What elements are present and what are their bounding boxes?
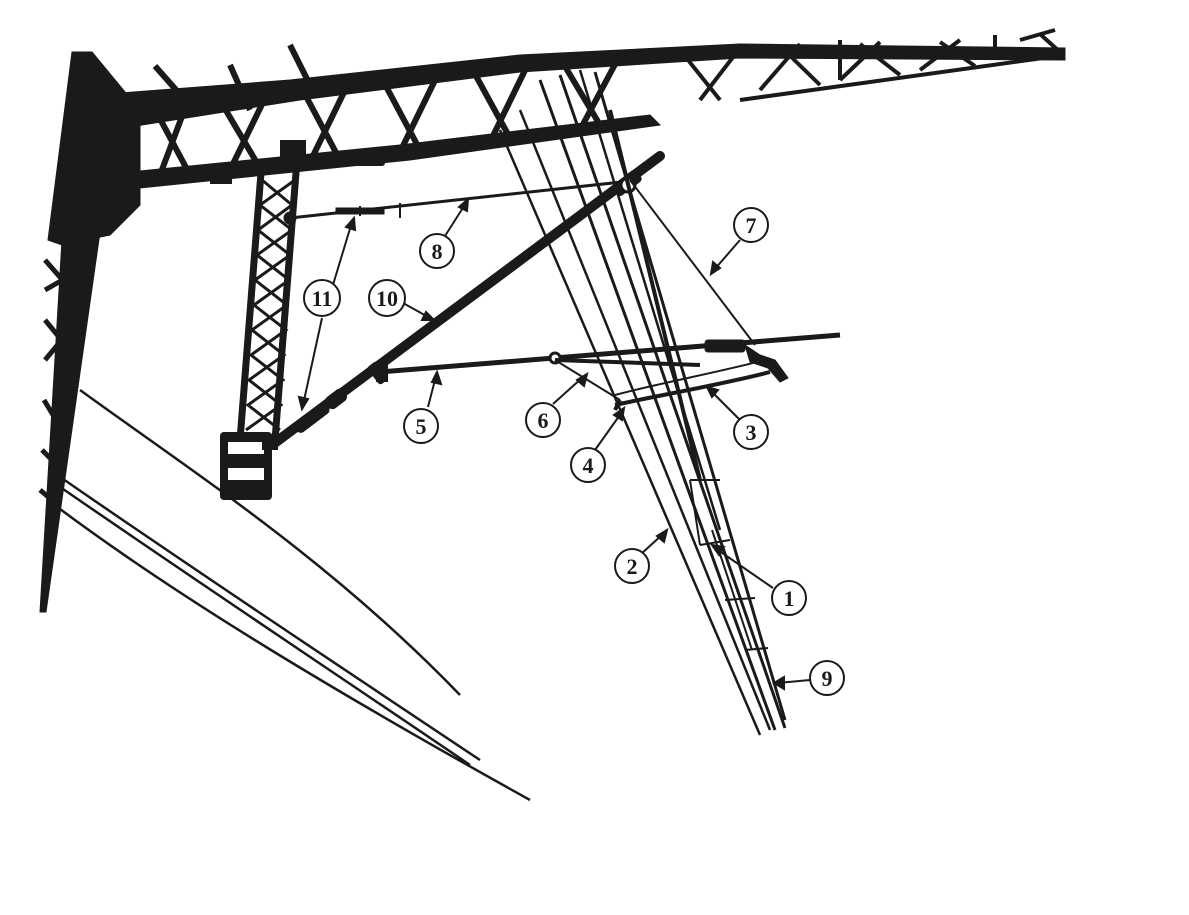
callout-10-label: 10 [376,286,398,311]
callout-1-label: 1 [784,586,795,611]
stay-insulator [283,176,637,225]
callout-8-label: 8 [432,239,443,264]
portal-structure [39,43,1066,613]
mast-lattice [38,258,82,507]
callout-9-label: 9 [822,666,833,691]
callout-2: 2 [614,548,650,584]
callout-4: 4 [570,447,606,483]
callout-5-label: 5 [416,414,427,439]
callout-8: 8 [419,233,455,269]
callout-9: 9 [809,660,845,696]
callout-10: 10 [368,279,406,317]
callout-2-label: 2 [627,554,638,579]
overhead-wires [498,69,787,736]
lower-left-cables [47,388,531,802]
girder-top-chord [94,43,1066,131]
mast-head-block [47,51,141,246]
horizontal-bracket-tube [379,332,841,375]
callout-1: 1 [771,580,807,616]
girder-brackets [210,140,385,184]
callout-11-label: 11 [312,286,333,311]
callout-4-label: 4 [583,453,594,478]
registration-fitting [704,339,789,383]
callout-5: 5 [403,408,439,444]
mast-leg [39,231,101,613]
girder-lattice-right [678,28,1066,102]
callout-arrows [297,196,811,691]
bracket-end-clamp [376,362,388,382]
callout-3-label: 3 [746,420,757,445]
steady-arm-assembly [554,358,771,411]
callout-7: 7 [733,207,769,243]
callout-6-label: 6 [538,408,549,433]
drop-tower [236,159,301,441]
support-wire [629,179,756,346]
callout-11: 11 [303,279,341,317]
callout-6: 6 [525,402,561,438]
callout-7-label: 7 [746,213,757,238]
callout-3: 3 [733,414,769,450]
